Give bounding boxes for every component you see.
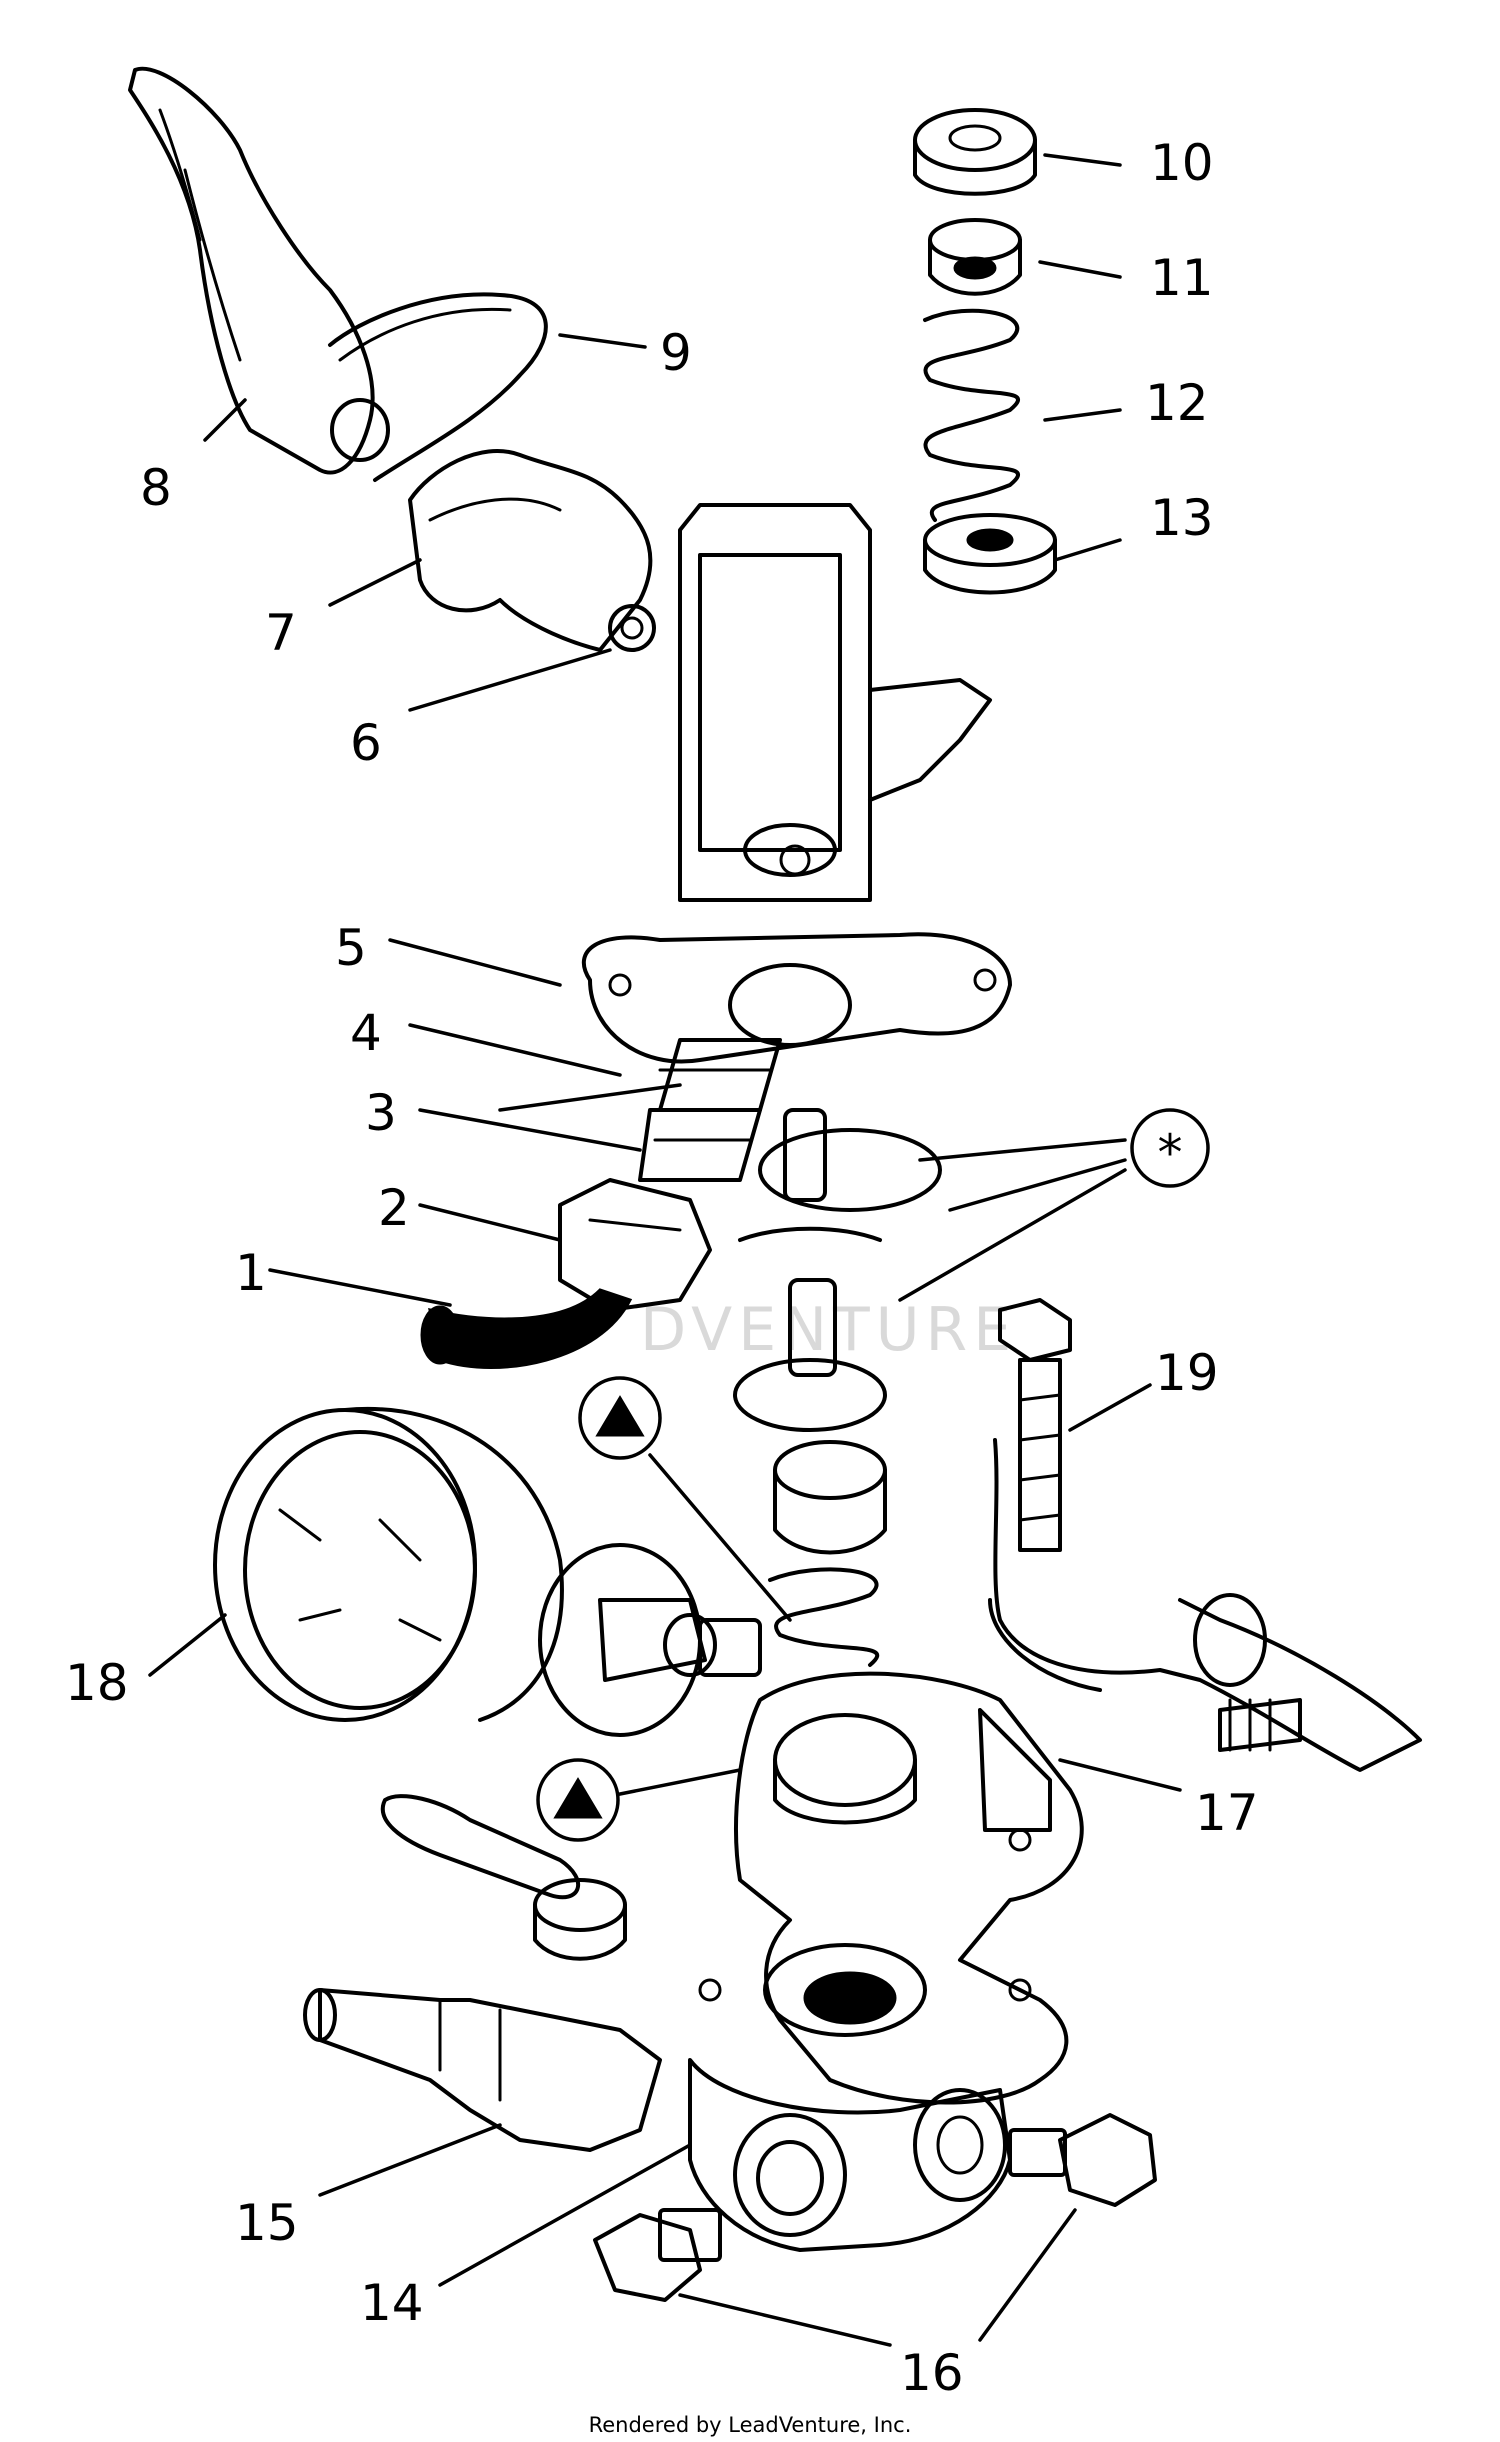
part-12-spring	[923, 308, 1020, 522]
callout-9: 9	[660, 324, 692, 382]
part-2-nut	[558, 1178, 712, 1312]
part-8-handle-lever	[128, 66, 375, 475]
render-credit: Rendered by LeadVenture, Inc.	[589, 2413, 912, 2437]
triangle-symbol-upper	[578, 1376, 662, 1460]
watermark: DVENTURE	[640, 1295, 1017, 1365]
part-9-wire-bail	[328, 292, 548, 482]
svg-text:*: *	[1158, 1124, 1183, 1182]
part-15-shutoff-valve	[303, 1794, 662, 2152]
callout-13: 13	[1150, 489, 1214, 547]
part-13-seat	[923, 513, 1057, 595]
part-17-lower-body	[698, 1671, 1084, 2105]
callout-5: 5	[335, 919, 367, 977]
callout-3: 3	[365, 1084, 397, 1142]
callout-10: 10	[1150, 134, 1214, 192]
callout-12: 12	[1145, 374, 1209, 432]
callout-8: 8	[140, 459, 172, 517]
part-6-pin	[608, 604, 656, 652]
part-5-pump-housing	[582, 503, 1012, 1064]
callout-6: 6	[350, 714, 382, 772]
callout-7: 7	[265, 604, 297, 662]
callout-19: 19	[1155, 1344, 1219, 1402]
part-11-retainer	[928, 218, 1022, 296]
callout-14: 14	[360, 2274, 424, 2332]
triangle-symbol-lower	[536, 1758, 620, 1842]
callout-15: 15	[235, 2194, 299, 2252]
part-16-plug-left	[593, 2208, 722, 2302]
valve-stem-assembly	[733, 1108, 942, 1432]
callout-17: 17	[1195, 1784, 1259, 1842]
callout-2: 2	[378, 1179, 410, 1237]
lower-spring-packing	[768, 1440, 887, 1667]
part-1-hose	[420, 1288, 633, 1369]
callout-16: 16	[900, 2344, 964, 2402]
callout-1: 1	[235, 1244, 267, 1302]
part-19-bolt	[998, 1298, 1072, 1552]
part-10-cap	[913, 108, 1037, 196]
callout-18: 18	[65, 1654, 129, 1712]
callout-11: 11	[1150, 249, 1214, 307]
star-symbol: *	[1130, 1108, 1210, 1188]
part-16-plug-right	[1008, 2113, 1157, 2207]
callout-4: 4	[350, 1004, 382, 1062]
part-18-pressure-gauge	[213, 1406, 762, 1737]
mounting-bracket	[988, 1438, 1422, 1772]
part-14-valve-body	[688, 2058, 1012, 2252]
leader-lines	[148, 153, 1182, 2347]
part-7-link	[330, 398, 653, 652]
